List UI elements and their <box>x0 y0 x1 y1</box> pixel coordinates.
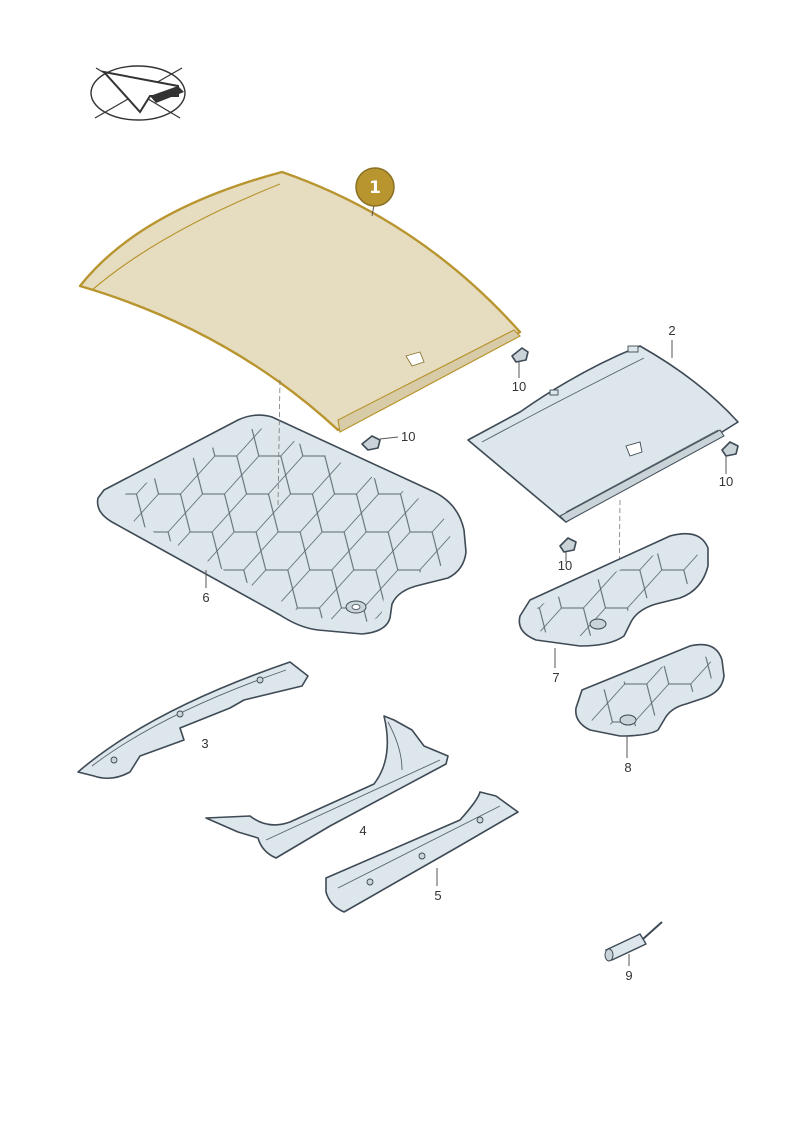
clip-part-10-b[interactable] <box>361 435 381 451</box>
alignment-line-1-6 <box>277 379 281 506</box>
vehicle-direction-arrow-icon <box>90 65 186 121</box>
front-cross-member-part-3[interactable] <box>77 661 309 780</box>
clip-part-10-c[interactable] <box>721 441 739 457</box>
insulation-mat-part-8[interactable] <box>574 643 725 737</box>
clip-part-10-d[interactable] <box>559 537 577 553</box>
callout-3[interactable]: 3 <box>201 736 208 751</box>
callout-10-d[interactable]: 10 <box>558 558 572 573</box>
callout-2[interactable]: 2 <box>668 323 675 338</box>
insulation-mat-part-6[interactable] <box>96 414 467 635</box>
rear-cross-member-part-5[interactable] <box>325 791 519 913</box>
adhesive-tube-part-9[interactable] <box>604 921 663 962</box>
callout-10-b[interactable]: 10 <box>401 429 415 444</box>
callout-labels: 2 3 4 5 6 7 8 9 10 10 10 10 <box>201 323 733 983</box>
callout-10-c[interactable]: 10 <box>719 474 733 489</box>
insulation-mat-part-7[interactable] <box>518 532 709 647</box>
callout-6[interactable]: 6 <box>202 590 209 605</box>
callout-4[interactable]: 4 <box>359 823 366 838</box>
leader-lines <box>205 204 727 966</box>
callout-5[interactable]: 5 <box>434 888 441 903</box>
clip-part-10-a[interactable] <box>511 347 529 363</box>
callout-8[interactable]: 8 <box>624 760 631 775</box>
callout-7[interactable]: 7 <box>552 670 559 685</box>
callout-9[interactable]: 9 <box>625 968 632 983</box>
callout-10-a[interactable]: 10 <box>512 379 526 394</box>
roof-panel-part-1[interactable] <box>78 170 522 433</box>
middle-cross-member-part-4[interactable] <box>205 715 449 859</box>
selected-part-label: 1 <box>369 178 381 198</box>
selected-part-badge[interactable]: 1 <box>355 167 395 207</box>
headliner-part-2[interactable] <box>467 345 739 523</box>
